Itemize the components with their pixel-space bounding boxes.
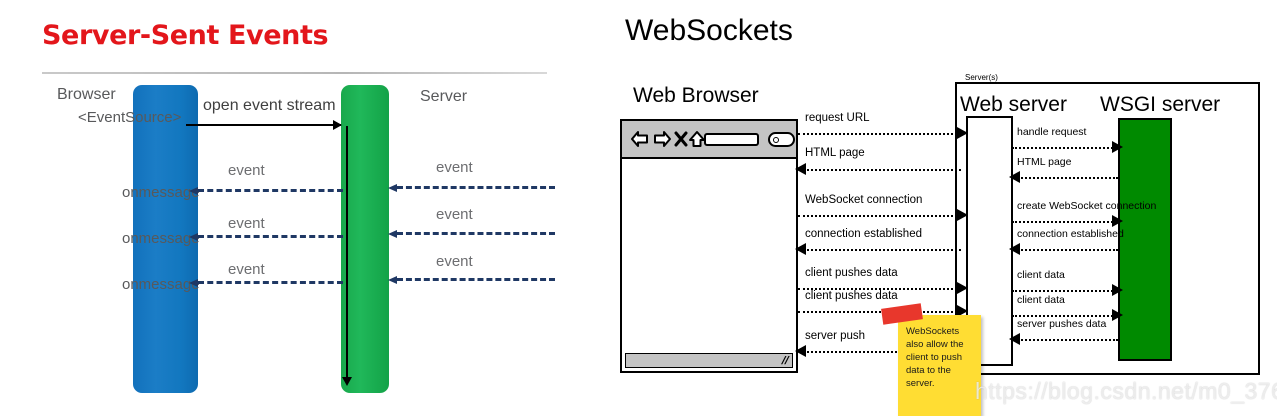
right-message-line-6	[1012, 315, 1116, 317]
sse-event-arrow-client-1	[189, 187, 343, 195]
sticky-note-tape	[881, 303, 923, 325]
sse-browser-label: Browser	[57, 86, 116, 103]
left-message-label-4: connection established	[805, 228, 922, 240]
right-message-arrowhead-6	[1112, 309, 1123, 321]
right-message-arrowhead-4	[1009, 243, 1020, 255]
sse-open-event-stream-label: open event stream	[203, 97, 336, 114]
resize-grip-icon[interactable]: //	[779, 355, 790, 367]
right-message-label-1: handle request	[1017, 126, 1087, 138]
right-message-line-3	[1012, 221, 1116, 223]
right-message-line-5	[1012, 290, 1116, 292]
left-message-label-6: client pushes data	[805, 290, 898, 302]
right-message-label-7: server pushes data	[1017, 318, 1107, 330]
right-message-line-7	[1018, 339, 1118, 341]
right-message-label-5: client data	[1017, 269, 1065, 281]
left-message-label-1: request URL	[805, 112, 870, 124]
web-server-heading: Web server	[960, 93, 1067, 116]
sse-onmessage-label-2: onmessage	[122, 230, 200, 247]
sse-event-label-server-1: event	[436, 159, 473, 176]
right-message-label-4: connection established	[1017, 228, 1124, 240]
left-message-label-7: server push	[805, 330, 866, 342]
forward-arrow-icon[interactable]	[652, 130, 672, 148]
back-arrow-icon[interactable]	[630, 130, 650, 148]
sse-event-arrow-server-2	[388, 230, 555, 238]
right-message-line-4	[1018, 249, 1118, 251]
left-message-arrowhead-2	[795, 163, 806, 175]
left-message-line-6	[798, 311, 961, 313]
sse-onmessage-label-1: onmessage	[122, 184, 200, 201]
right-message-label-3: create WebSocket connection	[1017, 200, 1157, 212]
left-message-arrowhead-3	[957, 209, 968, 221]
websockets-diagram: WebSockets Web Browser // Server(s) Web …	[600, 0, 1277, 416]
sse-event-arrow-server-3	[388, 276, 555, 284]
left-message-line-2	[804, 169, 961, 171]
sse-event-label-server-2: event	[436, 206, 473, 223]
browser-toolbar	[622, 121, 796, 159]
web-server-lifeline-box	[966, 116, 1013, 366]
sse-event-label-client-1: event	[228, 162, 265, 179]
server-group-label: Server(s)	[962, 73, 1001, 82]
right-message-line-1	[1012, 147, 1116, 149]
sse-server-lifeline-bar: Open HTTP connection	[341, 85, 677, 393]
sse-event-arrow-client-3	[189, 279, 343, 287]
url-input[interactable]	[704, 133, 759, 146]
left-message-arrowhead-6	[957, 305, 968, 317]
web-browser-heading: Web Browser	[633, 84, 759, 107]
left-message-line-5	[798, 288, 961, 290]
left-message-label-2: HTML page	[805, 147, 865, 159]
left-message-label-3: WebSocket connection	[805, 194, 923, 206]
left-message-arrowhead-7	[795, 345, 806, 357]
wsgi-server-heading: WSGI server	[1100, 93, 1221, 116]
right-message-arrowhead-3	[1112, 215, 1123, 227]
sse-event-label-server-3: event	[436, 253, 473, 270]
sse-title-divider	[42, 72, 547, 74]
left-message-line-1	[798, 133, 961, 135]
left-message-line-4	[804, 249, 961, 251]
home-icon[interactable]	[688, 130, 706, 148]
left-message-line-3	[798, 215, 961, 217]
browser-mockup: //	[620, 119, 798, 373]
right-message-arrowhead-1	[1112, 141, 1123, 153]
right-message-arrowhead-2	[1009, 171, 1020, 183]
left-message-line-7	[804, 351, 904, 353]
left-message-arrowhead-5	[957, 282, 968, 294]
server-sent-events-diagram: Server-Sent Events Open HTTP connection …	[0, 0, 677, 416]
wsgi-server-lifeline-box	[1118, 118, 1172, 361]
browser-status-bar: //	[625, 353, 793, 368]
sse-title: Server-Sent Events	[42, 20, 329, 51]
left-message-label-5: client pushes data	[805, 267, 898, 279]
right-message-arrowhead-7	[1009, 333, 1020, 345]
right-message-label-2: HTML page	[1017, 156, 1072, 168]
right-message-line-2	[1018, 177, 1118, 179]
sse-eventsource-label: <EventSource>	[78, 109, 182, 126]
sse-open-stream-arrow	[186, 120, 342, 130]
websockets-title: WebSockets	[625, 14, 793, 47]
watermark: https://blog.csdn.net/m0_37621078	[975, 378, 1277, 404]
right-message-arrowhead-5	[1112, 284, 1123, 296]
left-message-arrowhead-4	[795, 243, 806, 255]
sse-server-label: Server	[420, 88, 468, 105]
sse-browser-lifeline-bar	[133, 85, 198, 393]
server-group-box	[955, 82, 1260, 375]
sticky-note-text: WebSockets also allow the client to push…	[906, 326, 964, 389]
stop-x-icon[interactable]	[674, 130, 688, 148]
search-input[interactable]	[768, 132, 795, 147]
sse-event-label-client-3: event	[228, 261, 265, 278]
left-message-arrowhead-1	[957, 127, 968, 139]
sse-onmessage-label-3: onmessage	[122, 276, 200, 293]
sse-event-arrow-client-2	[189, 233, 343, 241]
right-message-label-6: client data	[1017, 294, 1065, 306]
sse-event-label-client-2: event	[228, 215, 265, 232]
sse-open-http-connection-arrow	[342, 126, 352, 386]
sticky-note: WebSockets also allow the client to push…	[881, 303, 981, 416]
sse-event-arrow-server-1	[388, 184, 555, 192]
